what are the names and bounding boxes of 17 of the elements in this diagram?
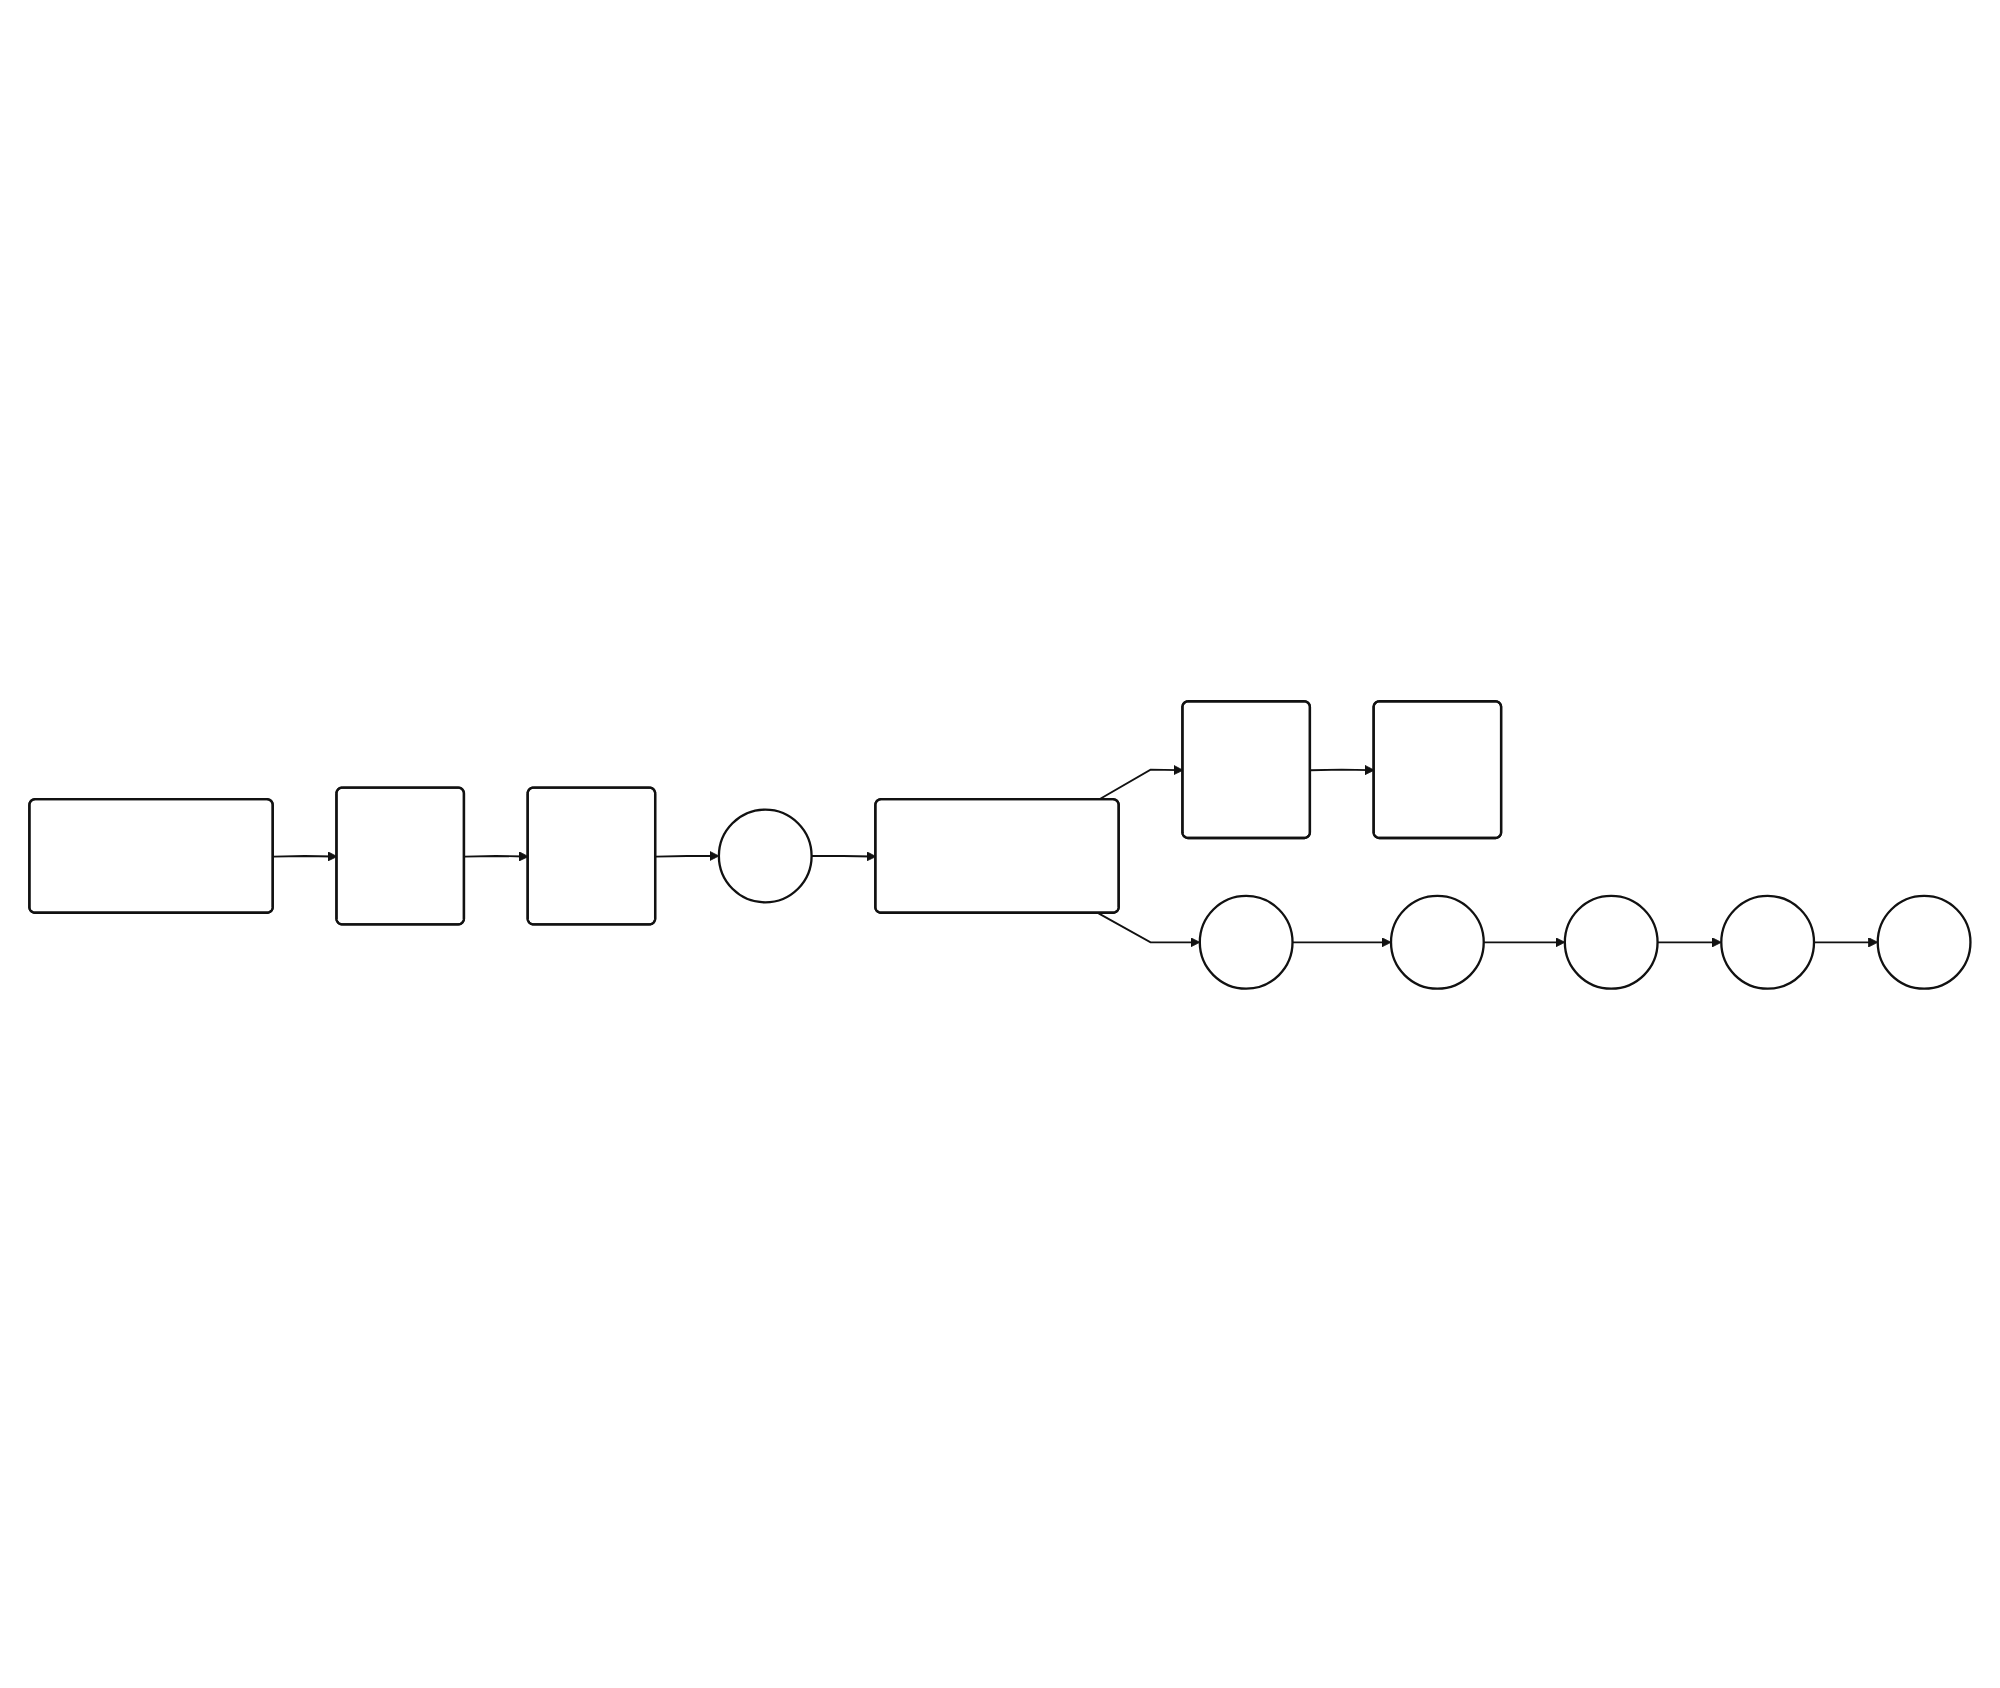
- arrow: [1097, 764, 1184, 800]
- arrow: [272, 850, 338, 861]
- node-circle: [1563, 893, 1659, 989]
- node-circle: [1876, 893, 1972, 989]
- arrow: [1813, 936, 1879, 947]
- arrow: [1309, 764, 1375, 775]
- arrow: [1097, 911, 1201, 947]
- arrow: [1482, 936, 1566, 947]
- arrow: [810, 850, 877, 861]
- arrow: [463, 850, 529, 861]
- arrow: [1656, 936, 1722, 947]
- arrow: [654, 849, 720, 861]
- node-circle: [717, 807, 813, 903]
- node-circle: [1720, 893, 1816, 989]
- arrow: [1291, 936, 1392, 947]
- node-circle: [1198, 893, 1294, 989]
- node-circle: [1389, 893, 1485, 989]
